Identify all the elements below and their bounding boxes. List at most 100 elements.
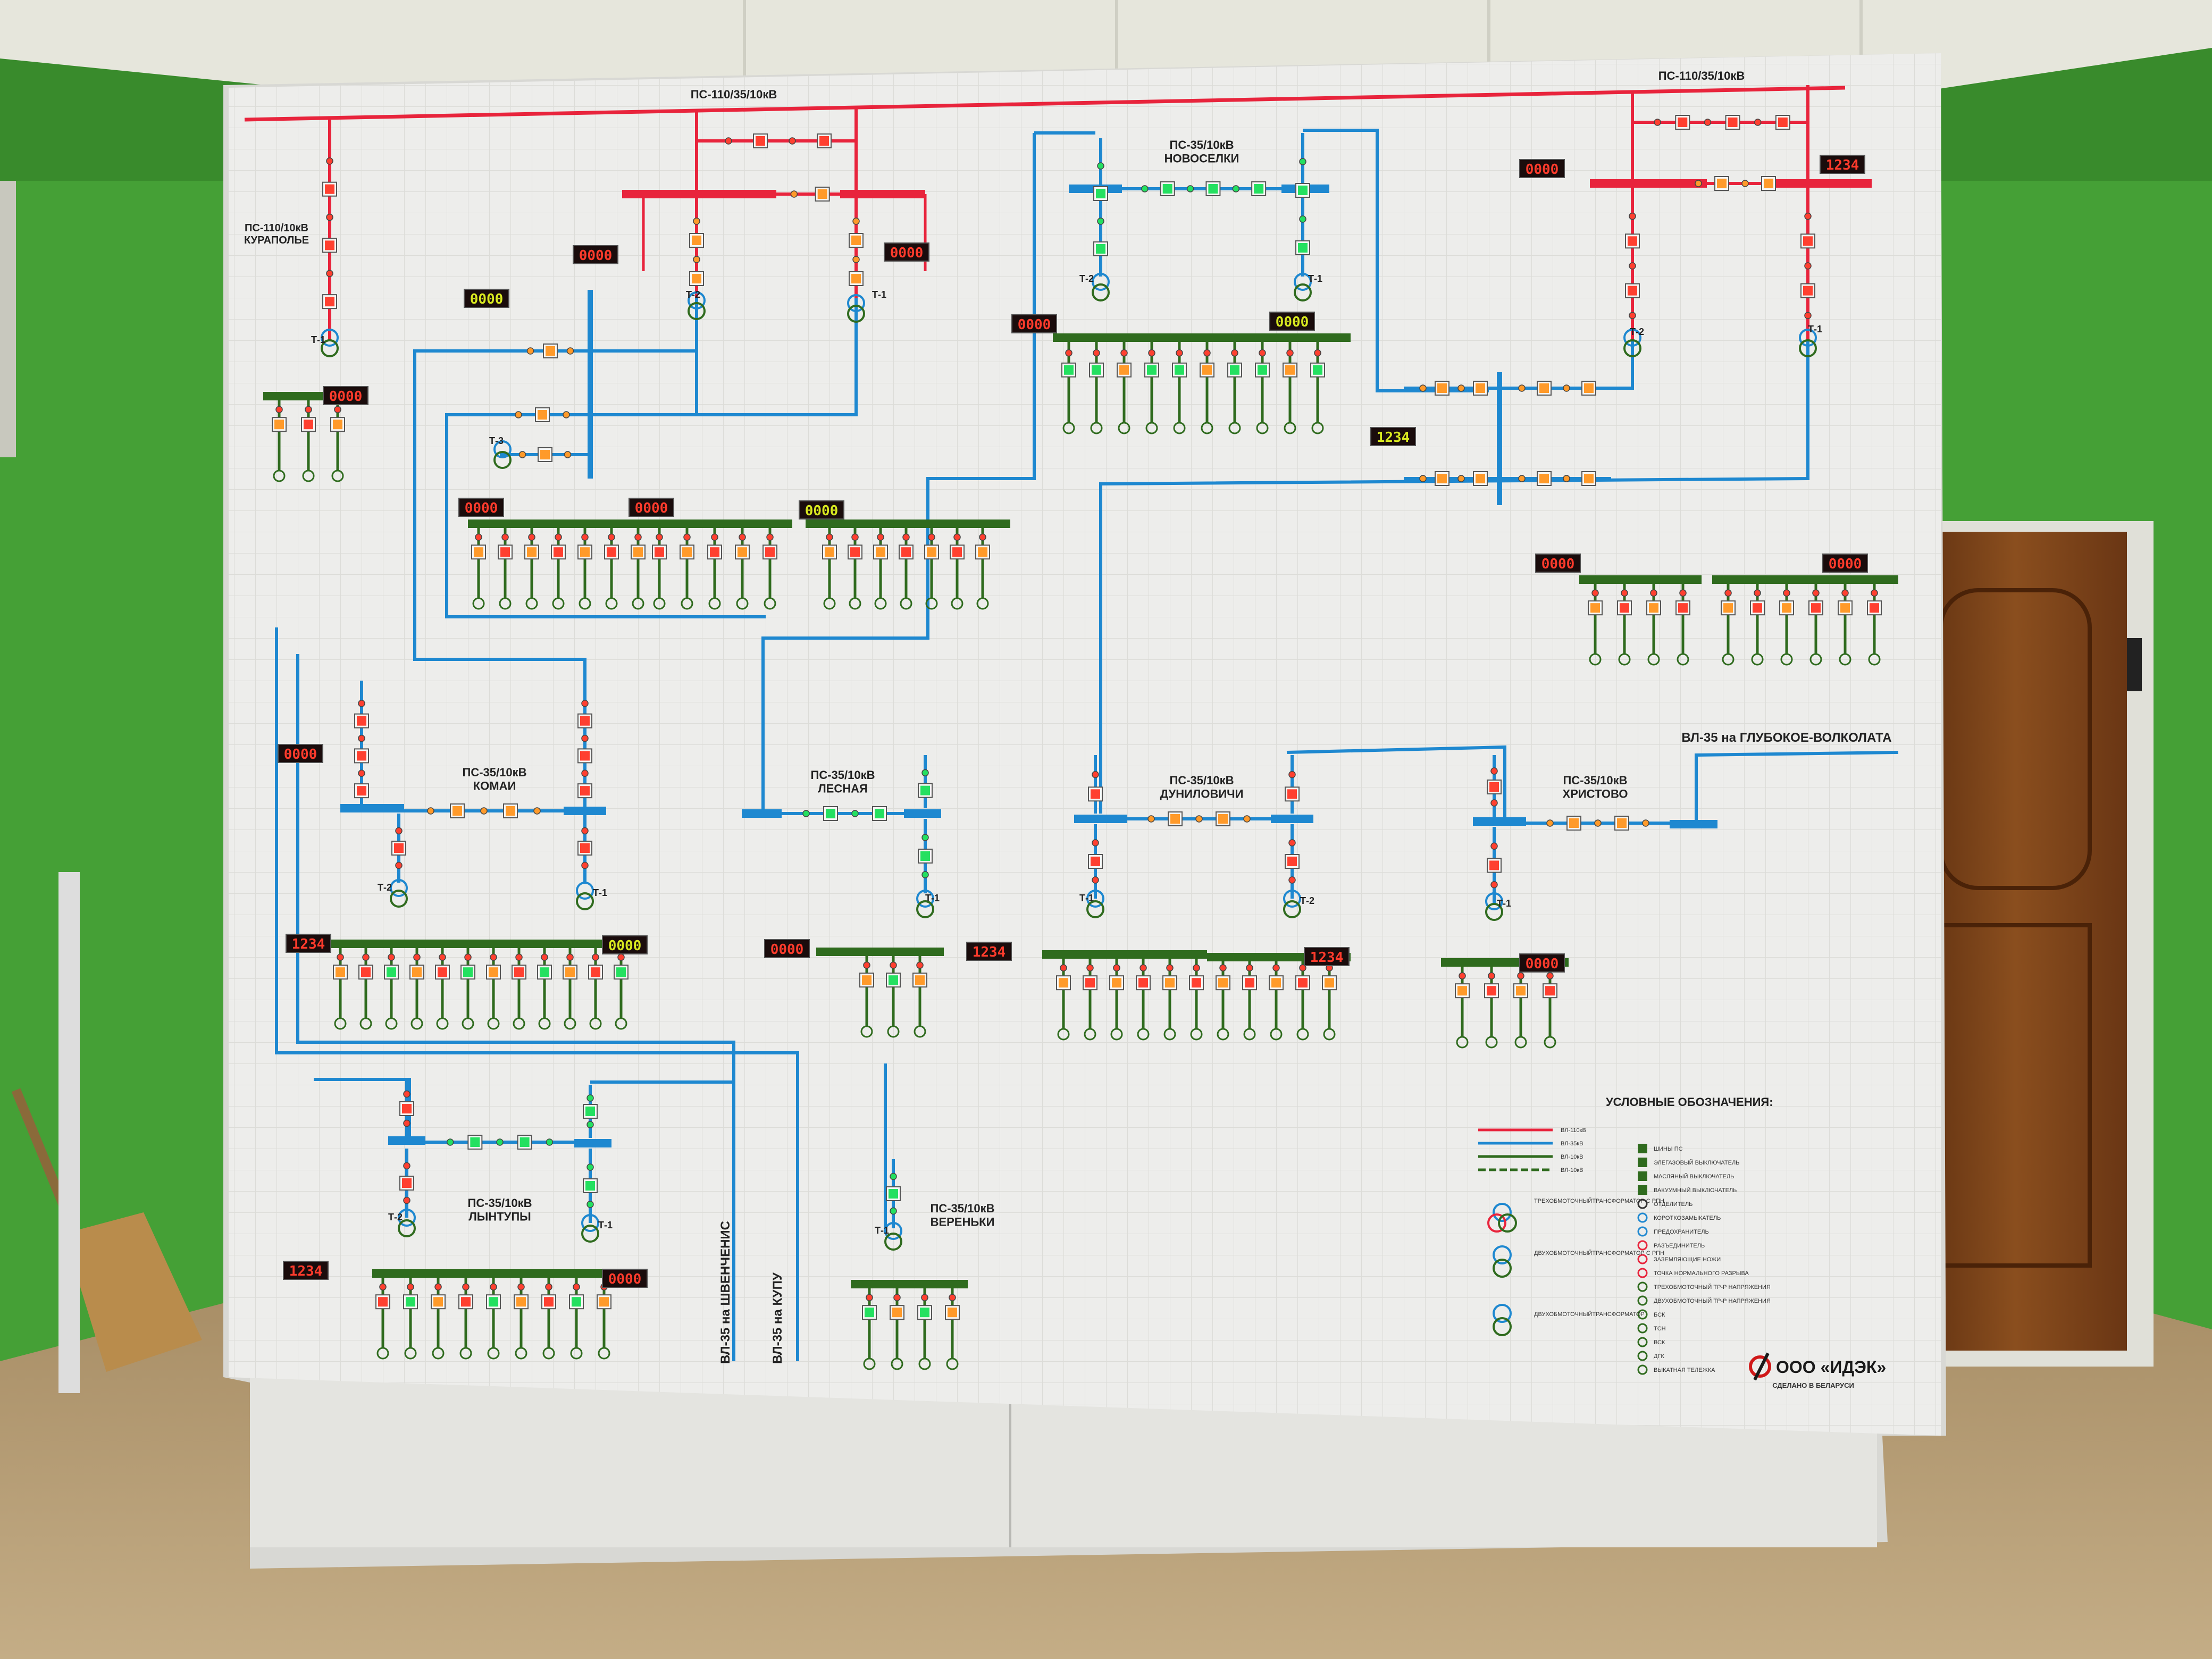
feeder-breaker[interactable]: [358, 965, 373, 980]
indicator-dot[interactable]: [1457, 384, 1465, 392]
indicator-dot[interactable]: [1704, 119, 1712, 126]
feeder-breaker[interactable]: [873, 544, 888, 560]
feeder-breaker[interactable]: [486, 965, 501, 980]
indicator-dot[interactable]: [921, 1294, 928, 1301]
indicator-dot[interactable]: [1092, 876, 1099, 884]
indicator-dot[interactable]: [1642, 819, 1649, 827]
indicator-dot[interactable]: [1097, 162, 1104, 170]
feeder-breaker[interactable]: [471, 544, 486, 560]
indicator-dot[interactable]: [921, 769, 929, 777]
indicator-dot[interactable]: [608, 533, 615, 541]
indicator-dot[interactable]: [1272, 964, 1280, 971]
feeder-breaker[interactable]: [569, 1294, 584, 1310]
indicator-dot[interactable]: [1120, 349, 1128, 357]
indicator-dot[interactable]: [826, 533, 833, 541]
breaker-lamp[interactable]: [577, 783, 592, 799]
feeder-breaker[interactable]: [333, 965, 348, 980]
feeder-breaker[interactable]: [1675, 600, 1690, 616]
indicator-dot[interactable]: [1419, 475, 1427, 482]
indicator-dot[interactable]: [656, 533, 663, 541]
indicator-dot[interactable]: [446, 1138, 454, 1146]
breaker-lamp[interactable]: [1537, 471, 1552, 486]
breaker-lamp[interactable]: [1168, 811, 1183, 826]
indicator-dot[interactable]: [1176, 349, 1183, 357]
breaker-lamp[interactable]: [503, 803, 518, 818]
feeder-breaker[interactable]: [551, 544, 566, 560]
indicator-dot[interactable]: [893, 1294, 901, 1301]
feeder-breaker[interactable]: [1513, 983, 1528, 999]
feeder-breaker[interactable]: [1162, 975, 1177, 991]
indicator-dot[interactable]: [434, 1283, 442, 1291]
indicator-dot[interactable]: [1243, 815, 1251, 823]
indicator-dot[interactable]: [802, 810, 810, 817]
indicator-dot[interactable]: [1563, 475, 1570, 482]
feeder-breaker[interactable]: [512, 965, 526, 980]
feeder-breaker[interactable]: [912, 973, 927, 988]
breaker-lamp[interactable]: [1295, 183, 1310, 198]
breaker-lamp[interactable]: [1581, 381, 1596, 396]
indicator-dot[interactable]: [528, 533, 535, 541]
indicator-dot[interactable]: [395, 861, 403, 869]
indicator-dot[interactable]: [790, 190, 798, 198]
indicator-dot[interactable]: [515, 411, 522, 418]
breaker-lamp[interactable]: [1566, 816, 1581, 831]
indicator-dot[interactable]: [1594, 819, 1602, 827]
indicator-dot[interactable]: [949, 1294, 956, 1301]
indicator-dot[interactable]: [581, 827, 589, 835]
feeder-breaker[interactable]: [460, 965, 475, 980]
feeder-breaker[interactable]: [763, 544, 777, 560]
indicator-dot[interactable]: [852, 217, 860, 225]
feeder-breaker[interactable]: [822, 544, 837, 560]
indicator-dot[interactable]: [877, 533, 884, 541]
indicator-dot[interactable]: [1203, 349, 1211, 357]
indicator-dot[interactable]: [1299, 215, 1306, 223]
indicator-dot[interactable]: [739, 533, 746, 541]
breaker-lamp[interactable]: [689, 271, 704, 286]
feeder-breaker[interactable]: [917, 1305, 932, 1320]
indicator-dot[interactable]: [851, 533, 859, 541]
indicator-dot[interactable]: [711, 533, 718, 541]
indicator-dot[interactable]: [851, 810, 859, 817]
indicator-dot[interactable]: [902, 533, 910, 541]
breaker-lamp[interactable]: [1487, 780, 1502, 794]
indicator-dot[interactable]: [403, 1162, 410, 1170]
feeder-breaker[interactable]: [1172, 362, 1187, 378]
indicator-dot[interactable]: [1113, 964, 1120, 971]
breaker-lamp[interactable]: [1487, 858, 1502, 873]
breaker-lamp[interactable]: [1216, 811, 1230, 826]
feeder-breaker[interactable]: [498, 544, 513, 560]
feeder-breaker[interactable]: [403, 1294, 418, 1310]
indicator-dot[interactable]: [379, 1283, 387, 1291]
feeder-breaker[interactable]: [1269, 975, 1284, 991]
indicator-dot[interactable]: [789, 137, 796, 145]
breaker-lamp[interactable]: [1088, 786, 1103, 802]
indicator-dot[interactable]: [1621, 589, 1628, 597]
breaker-lamp[interactable]: [1800, 233, 1815, 249]
breaker-lamp[interactable]: [849, 271, 864, 286]
indicator-dot[interactable]: [573, 1283, 580, 1291]
feeder-breaker[interactable]: [577, 544, 592, 560]
feeder-breaker[interactable]: [537, 965, 552, 980]
indicator-dot[interactable]: [1092, 770, 1099, 778]
feeder-breaker[interactable]: [1588, 600, 1603, 616]
indicator-dot[interactable]: [1724, 589, 1732, 597]
indicator-dot[interactable]: [1147, 815, 1155, 823]
indicator-dot[interactable]: [464, 953, 472, 961]
breaker-lamp[interactable]: [577, 748, 592, 764]
indicator-dot[interactable]: [916, 961, 924, 969]
indicator-dot[interactable]: [403, 1090, 410, 1098]
feeder-breaker[interactable]: [1838, 600, 1853, 616]
indicator-dot[interactable]: [852, 256, 860, 263]
indicator-dot[interactable]: [566, 953, 574, 961]
indicator-dot[interactable]: [1517, 972, 1524, 979]
breaker-lamp[interactable]: [1473, 471, 1488, 486]
indicator-dot[interactable]: [490, 953, 497, 961]
breaker-lamp[interactable]: [1775, 115, 1790, 130]
breaker-lamp[interactable]: [1285, 786, 1300, 802]
breaker-lamp[interactable]: [1205, 181, 1221, 196]
indicator-dot[interactable]: [1518, 475, 1526, 482]
indicator-dot[interactable]: [617, 953, 625, 961]
indicator-dot[interactable]: [863, 961, 870, 969]
indicator-dot[interactable]: [526, 347, 534, 355]
breaker-lamp[interactable]: [1625, 233, 1640, 249]
